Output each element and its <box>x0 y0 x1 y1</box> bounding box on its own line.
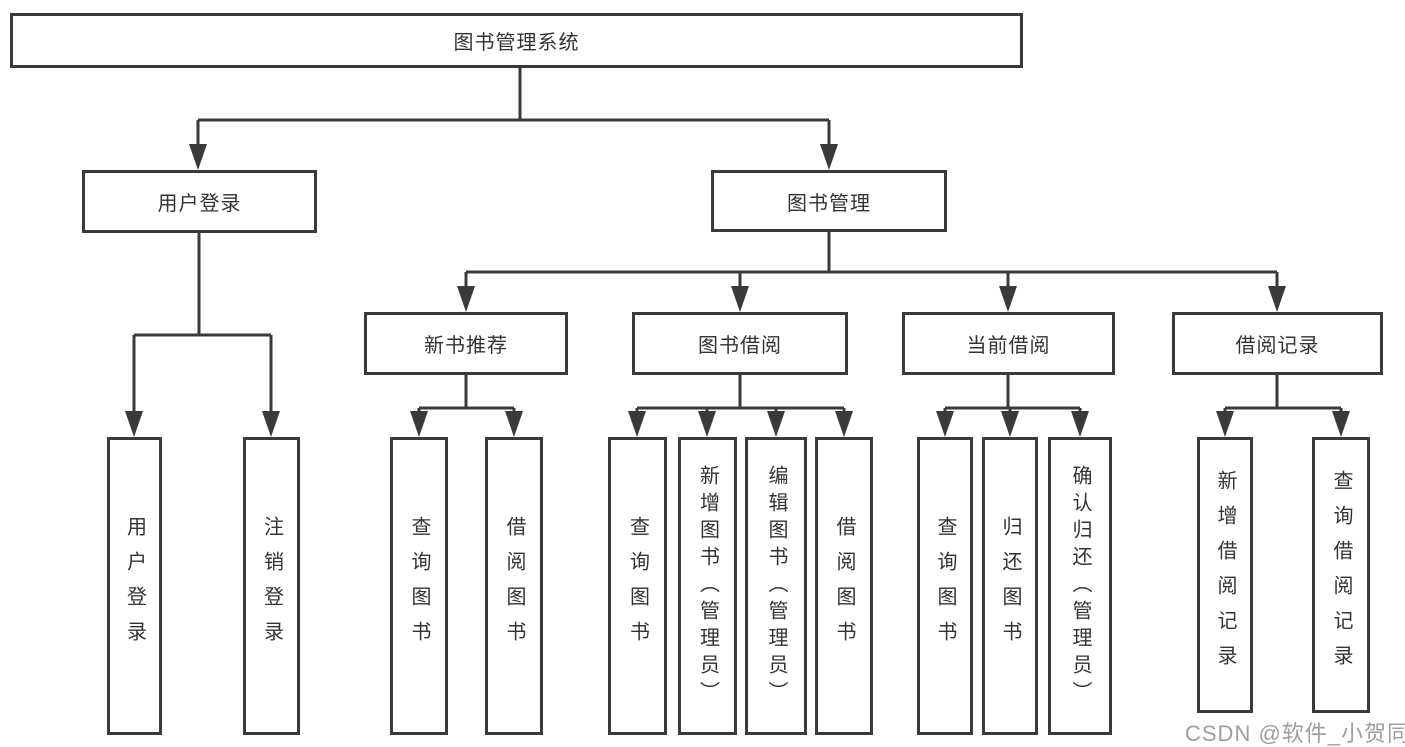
leaf-edit-book-admin: 编辑图书（管理员） <box>745 437 807 735</box>
node-library-system: 图书管理系统 <box>10 13 1023 68</box>
leaf-borrow-books-recommend: 借阅图书 <box>485 437 543 735</box>
node-book-borrowing: 图书借阅 <box>632 312 848 375</box>
leaf-query-books-current: 查询图书 <box>917 437 973 735</box>
leaf-add-book-admin: 新增图书（管理员） <box>678 437 737 735</box>
node-borrow-records: 借阅记录 <box>1172 312 1383 375</box>
leaf-query-books-recommend: 查询图书 <box>390 437 448 735</box>
leaf-logout: 注销登录 <box>243 437 300 735</box>
leaf-user-login: 用户登录 <box>107 437 162 735</box>
node-book-management: 图书管理 <box>711 170 947 232</box>
leaf-query-borrow-record: 查询借阅记录 <box>1312 437 1370 713</box>
leaf-confirm-return-admin: 确认归还（管理员） <box>1048 437 1112 735</box>
leaf-query-books-borrowing: 查询图书 <box>608 437 667 735</box>
leaf-borrow-books: 借阅图书 <box>815 437 873 735</box>
leaf-return-book: 归还图书 <box>982 437 1038 735</box>
leaf-add-borrow-record: 新增借阅记录 <box>1197 437 1253 713</box>
node-new-book-recommend: 新书推荐 <box>364 312 568 375</box>
watermark: CSDN @软件_小贺同学 <box>1185 721 1405 746</box>
arrowheads <box>125 144 1350 437</box>
node-user-login: 用户登录 <box>82 170 317 233</box>
node-current-borrowing: 当前借阅 <box>902 312 1115 375</box>
